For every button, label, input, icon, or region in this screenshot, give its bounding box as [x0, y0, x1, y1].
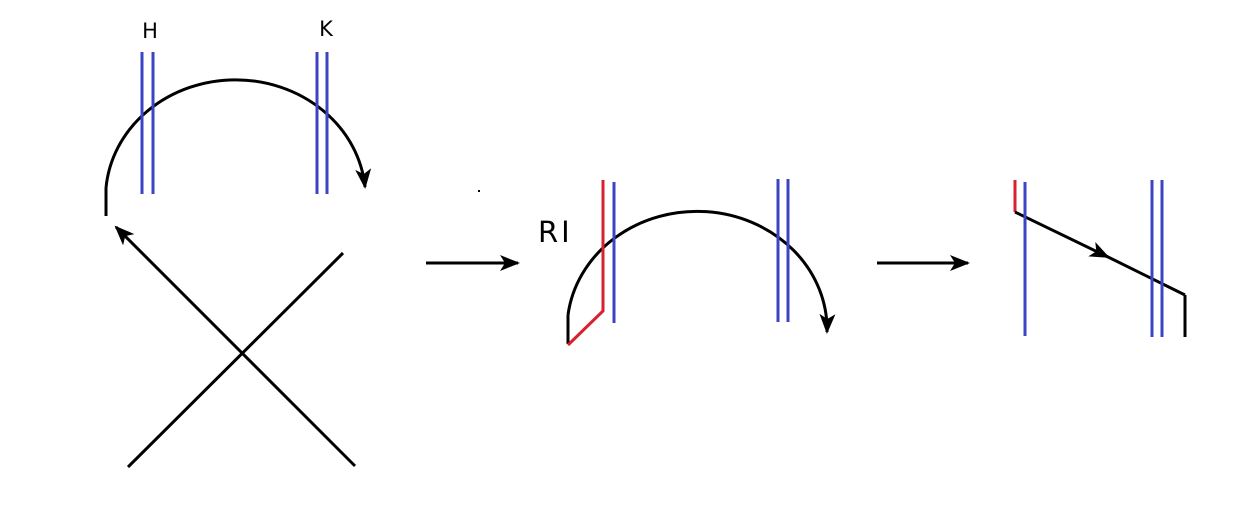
- overarc-path: [104, 78, 372, 189]
- label-k: K: [319, 17, 334, 41]
- red-strand: [566, 180, 605, 347]
- label-h: H: [142, 19, 158, 43]
- panel-2: RI: [538, 179, 836, 347]
- label-ri: RI: [538, 215, 573, 249]
- arc-path-2: [566, 209, 836, 334]
- stray-mark: [478, 190, 480, 192]
- diagonal-strand-a: [1014, 210, 1110, 259]
- crossing-strand-2: [114, 225, 357, 468]
- diagonal-strand-b: [1099, 251, 1186, 297]
- panel-1: H K: [104, 17, 372, 469]
- panel-3: [1013, 180, 1187, 337]
- crossing-strand-1: [126, 251, 345, 469]
